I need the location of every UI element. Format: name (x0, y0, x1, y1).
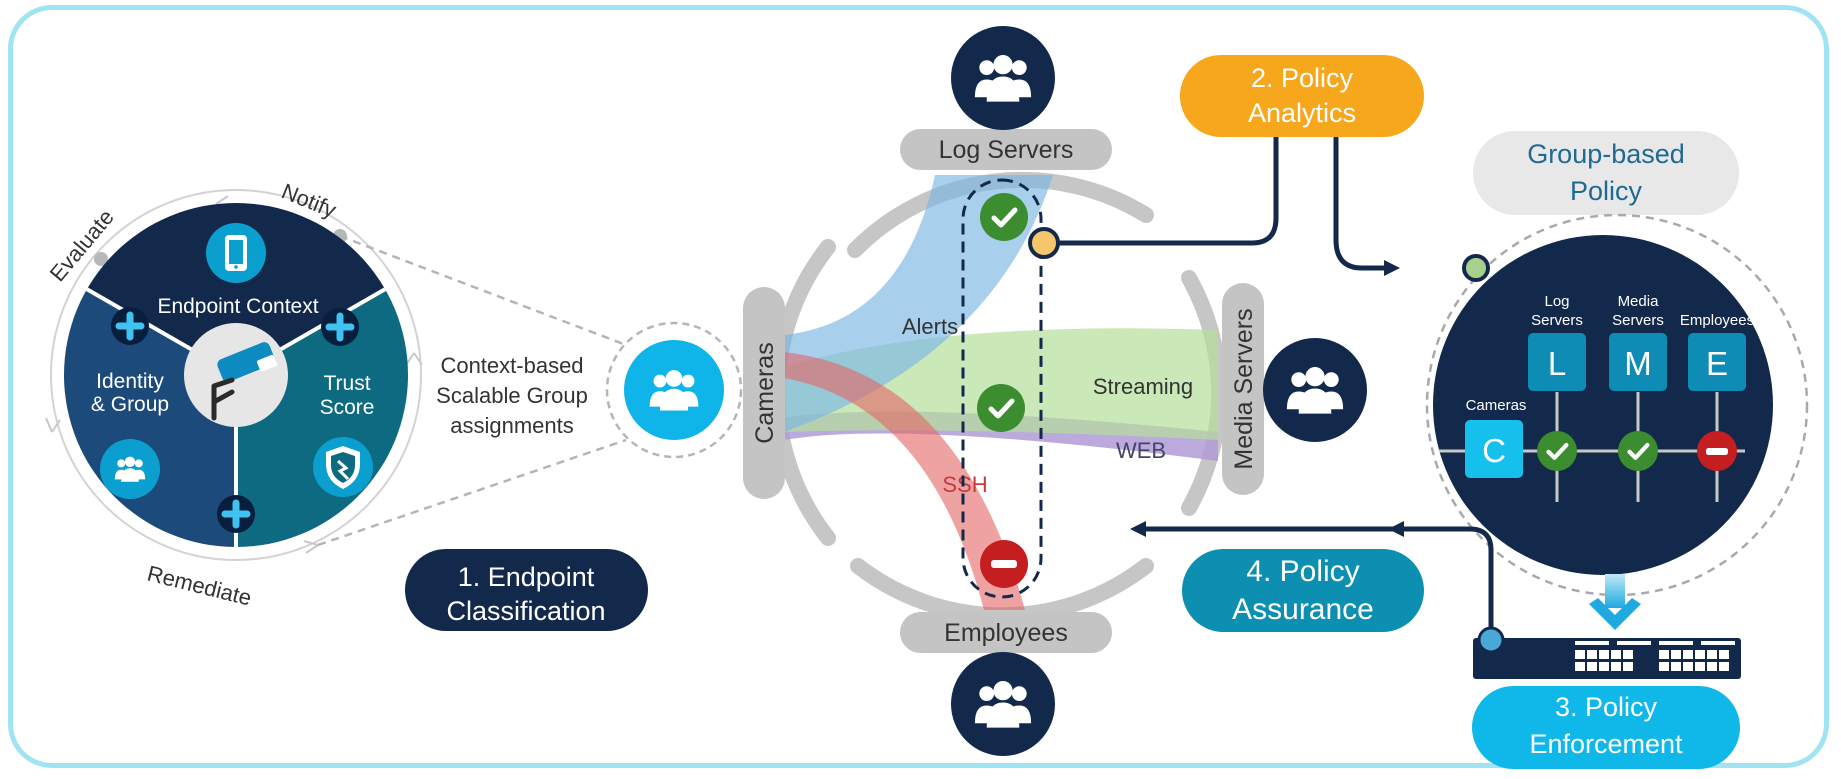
arrow-head-icon (1130, 521, 1146, 537)
plus-icon (111, 307, 149, 345)
trust-score-label-1: Trust (323, 372, 370, 395)
deny-icon (980, 540, 1028, 588)
group-policy-label-2: Policy (1570, 176, 1643, 206)
check-icon (977, 384, 1025, 432)
check-icon (1618, 431, 1658, 471)
employees-label: Employees (944, 619, 1068, 647)
ssh-label: SSH (942, 472, 987, 497)
lifecycle-ring (50, 189, 422, 561)
check-icon (980, 193, 1028, 241)
check-icon (1537, 431, 1577, 471)
down-arrow-icon (1589, 574, 1641, 630)
streaming-label: Streaming (1093, 374, 1193, 399)
context-text-2: Scalable Group (436, 383, 588, 408)
shield-icon (326, 446, 360, 489)
mobile-device-icon (225, 235, 247, 271)
endpoint-classification-pill (405, 549, 648, 631)
media-servers-tab (1222, 283, 1264, 495)
assurance-connector (1142, 526, 1494, 628)
matrix-letter-c: C (1482, 432, 1506, 469)
trust-score-label-2: Score (320, 396, 375, 419)
security-camera-icon (211, 342, 277, 421)
endpoint-classification-label-1: 1. Endpoint (458, 562, 595, 592)
alerts-flow (784, 175, 1053, 432)
policy-enforcement-label-2: Enforcement (1529, 729, 1683, 759)
connector-dashed (317, 438, 627, 547)
outer-arc (1181, 270, 1227, 516)
col-header-media-2: Servers (1612, 312, 1664, 329)
identity-group-label-1: Identity (96, 370, 164, 393)
row-header-cameras: Cameras (1466, 397, 1527, 414)
matrix-cell-m (1609, 333, 1667, 391)
policy-node (1462, 254, 1490, 282)
lifecycle-wheel: Endpoint Context Identity & Group Trust … (45, 178, 423, 611)
network-switch-icon (1473, 626, 1741, 679)
col-header-log-1: Log (1544, 293, 1569, 310)
plus-icon (321, 308, 359, 346)
col-header-log-2: Servers (1531, 312, 1583, 329)
policy-assurance-label-1: 4. Policy (1246, 555, 1359, 588)
analytics-connector (1058, 136, 1279, 246)
analytics-node (1028, 227, 1060, 259)
arrow-head-icon (1388, 521, 1404, 537)
alerts-label: Alerts (902, 314, 958, 339)
ring-node-evaluate (94, 252, 108, 266)
deny-icon (1697, 431, 1737, 471)
identity-group-label-2: & Group (91, 393, 169, 416)
arrow-head-icon (1384, 260, 1400, 276)
endpoint-classification-label-2: Classification (446, 596, 605, 626)
media-servers-label: Media Servers (1230, 308, 1258, 469)
connector-dashed (339, 234, 627, 347)
policy-connector (1333, 136, 1388, 271)
policy-analytics-pill (1180, 55, 1424, 137)
ring-arrow-left (45, 417, 61, 433)
matrix-letter-m: M (1624, 345, 1652, 382)
matrix-letter-l: L (1548, 345, 1566, 382)
context-text-3: assignments (450, 413, 574, 438)
log-servers-tab (900, 129, 1112, 170)
cameras-tab (743, 287, 785, 499)
group-policy-pill (1473, 131, 1739, 215)
context-text-1: Context-based (440, 353, 583, 378)
matrix-letter-e: E (1706, 345, 1728, 382)
log-servers-label: Log Servers (939, 136, 1074, 164)
policy-enforcement-pill (1472, 686, 1740, 769)
matrix-cell-c (1465, 420, 1523, 478)
cameras-label: Cameras (751, 342, 779, 443)
policy-selection-capsule (961, 178, 1043, 599)
endpoint-context-label: Endpoint Context (157, 295, 318, 318)
policy-assurance-pill (1182, 549, 1424, 632)
plus-icon (217, 495, 255, 533)
web-label: WEB (1116, 438, 1166, 463)
ring-arrow-remediate (303, 540, 319, 554)
matrix-cell-e (1688, 333, 1746, 391)
matrix-cell-l (1528, 333, 1586, 391)
remediate-label: Remediate (145, 561, 254, 611)
outer-frame (8, 5, 1829, 768)
policy-analytics-circle: Log Servers Employees Cameras Media Serv… (743, 129, 1264, 653)
policy-analytics-label-1: 2. Policy (1251, 63, 1354, 93)
policy-matrix-disc (1433, 235, 1773, 575)
policy-analytics-label-2: Analytics (1248, 98, 1356, 128)
ssh-flow (784, 352, 1025, 610)
col-header-employees: Employees (1680, 312, 1754, 329)
group-policy-label-1: Group-based (1527, 139, 1685, 169)
employees-tab (900, 612, 1112, 653)
policy-assurance-label-2: Assurance (1232, 593, 1374, 626)
policy-enforcement-label-1: 3. Policy (1555, 692, 1658, 722)
col-header-media-1: Media (1618, 293, 1660, 310)
